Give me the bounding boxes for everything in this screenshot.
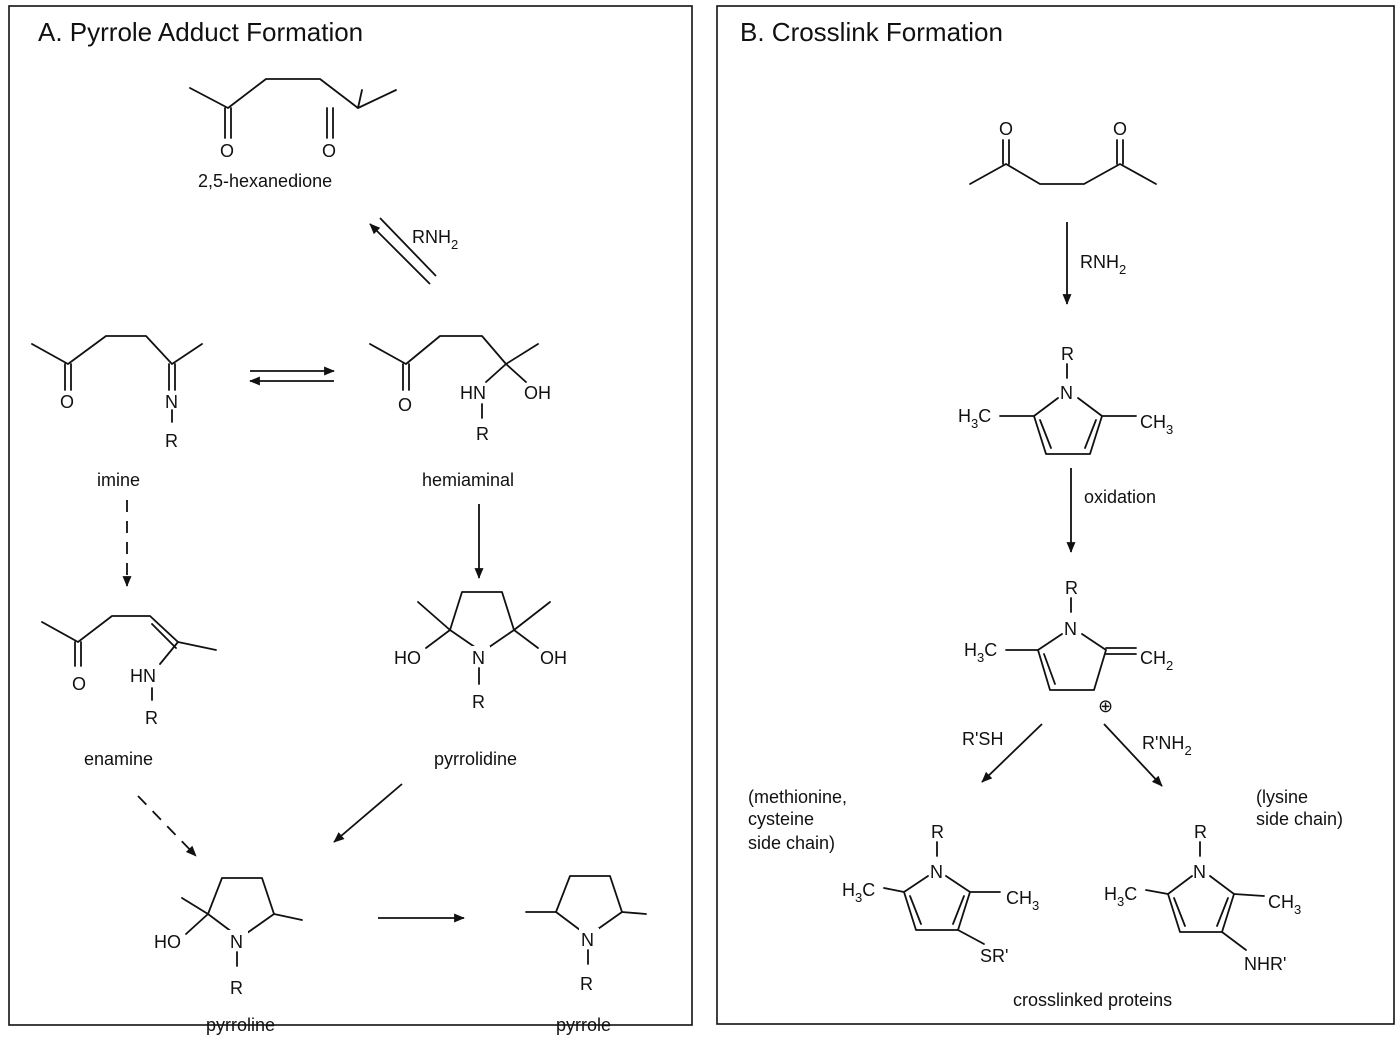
label-hemiaminal: hemiaminal <box>422 470 514 490</box>
thiol-adduct-structure: R N H3C CH3 SR' <box>842 822 1039 966</box>
label-crosslinked-proteins: crosslinked proteins <box>1013 990 1172 1010</box>
svg-text:R: R <box>1065 578 1078 598</box>
svg-text:R: R <box>1061 344 1074 364</box>
eq-arrow-a-top-1 <box>369 223 431 285</box>
imine-structure: O N R <box>31 335 203 451</box>
label-oxidation: oxidation <box>1084 487 1156 507</box>
svg-text:N: N <box>230 932 243 952</box>
svg-text:O: O <box>1113 119 1127 139</box>
panel-a-frame <box>8 5 693 1026</box>
enamine-structure: O HN R <box>41 615 217 728</box>
svg-text:H3C: H3C <box>964 640 997 665</box>
label-hexanedione: 2,5-hexanedione <box>198 171 332 191</box>
svg-text:NHR': NHR' <box>1244 954 1286 974</box>
svg-text:R: R <box>1194 822 1207 842</box>
svg-text:N: N <box>1193 862 1206 882</box>
hemiaminal-structure: O HN OH R <box>369 335 551 444</box>
svg-text:O: O <box>72 674 86 694</box>
svg-text:O: O <box>398 395 412 415</box>
svg-text:CH3: CH3 <box>1006 888 1039 913</box>
svg-text:N: N <box>165 392 178 412</box>
svg-text:O: O <box>60 392 74 412</box>
hexanedione-b-structure: O O <box>969 119 1157 185</box>
panel-a-title: A. Pyrrole Adduct Formation <box>38 17 363 47</box>
svg-text:N: N <box>581 930 594 950</box>
svg-text:R: R <box>931 822 944 842</box>
svg-text:R: R <box>472 692 485 712</box>
label-pyrrolidine: pyrrolidine <box>434 749 517 769</box>
eq-arrow-a-top-2 <box>379 217 437 277</box>
svg-text:HN: HN <box>460 383 486 403</box>
svg-text:H3C: H3C <box>958 406 991 431</box>
svg-text:HN: HN <box>130 666 156 686</box>
svg-text:O: O <box>999 119 1013 139</box>
reagent-amine: R'NH2 <box>1142 733 1192 758</box>
svg-text:N: N <box>1064 619 1077 639</box>
pyrrole-structure: N R <box>525 875 647 994</box>
svg-text:O: O <box>220 141 234 161</box>
hexanedione-structure: O O <box>189 78 397 161</box>
svg-text:R: R <box>580 974 593 994</box>
intermediate-structure: R N H3C CH2 <box>964 578 1173 691</box>
svg-text:OH: OH <box>540 648 567 668</box>
label-pyrrole: pyrrole <box>556 1015 611 1035</box>
reagent-rnh2-a: RNH2 <box>412 227 458 252</box>
svg-text:HO: HO <box>394 648 421 668</box>
svg-text:R: R <box>230 978 243 998</box>
amine-adduct-structure: R N H3C CH3 NHR' <box>1104 822 1301 974</box>
svg-text:HO: HO <box>154 932 181 952</box>
label-enamine: enamine <box>84 749 153 769</box>
pyrrolidine-structure: N HO OH R <box>394 591 567 712</box>
svg-text:SR': SR' <box>980 946 1008 966</box>
panel-b-frame <box>716 5 1395 1025</box>
label-pyrroline: pyrroline <box>206 1015 275 1035</box>
svg-text:R: R <box>476 424 489 444</box>
svg-text:CH2: CH2 <box>1140 648 1173 673</box>
arrow-pyrrolidine-pyrroline <box>333 783 403 843</box>
svg-text:N: N <box>1060 383 1073 403</box>
svg-text:N: N <box>472 648 485 668</box>
arrow-enamine-pyrroline <box>137 795 197 857</box>
svg-text:CH3: CH3 <box>1268 892 1301 917</box>
svg-text:R: R <box>145 708 158 728</box>
svg-text:O: O <box>322 141 336 161</box>
note-lysine: (lysine side chain) <box>1256 787 1343 829</box>
svg-text:CH3: CH3 <box>1140 412 1173 437</box>
panel-b-title: B. Crosslink Formation <box>740 17 1003 47</box>
reagent-rnh2-b: RNH2 <box>1080 252 1126 277</box>
svg-text:H3C: H3C <box>1104 884 1137 909</box>
arrow-thiol <box>981 723 1043 783</box>
svg-text:OH: OH <box>524 383 551 403</box>
label-imine: imine <box>97 470 140 490</box>
svg-text:R: R <box>165 431 178 451</box>
reagent-thiol: R'SH <box>962 729 1003 749</box>
note-methionine-cysteine: (methionine, cysteine side chain) <box>748 787 852 853</box>
svg-text:H3C: H3C <box>842 880 875 905</box>
svg-text:N: N <box>930 862 943 882</box>
charge-symbol: ⊕ <box>1098 696 1113 716</box>
pyrroline-structure: N HO R <box>154 877 303 998</box>
arrow-amine <box>1103 723 1163 787</box>
dimethylpyrrole-structure: R N H3C CH3 <box>958 344 1173 455</box>
